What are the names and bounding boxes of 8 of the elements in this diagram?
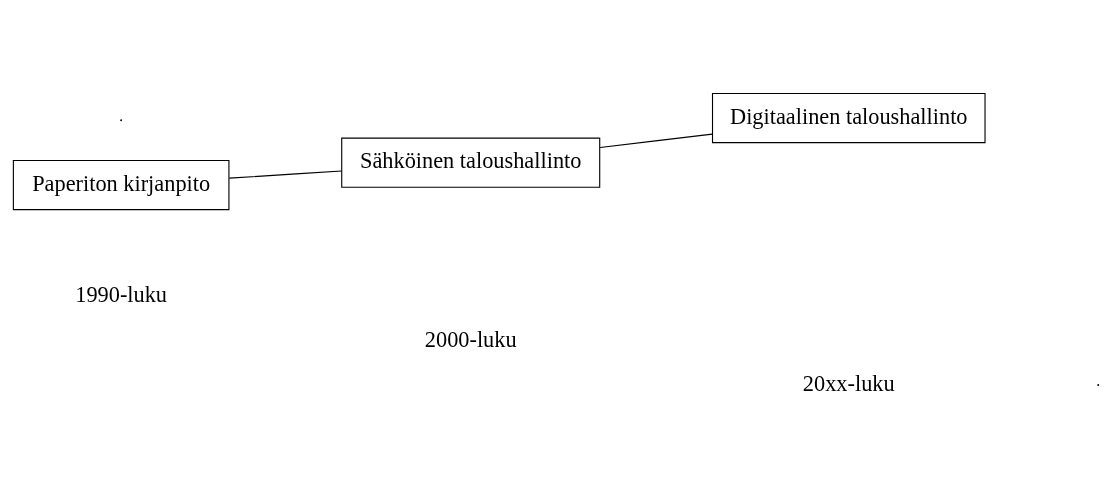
label: 2000-luku bbox=[424, 326, 517, 352]
label: 20xx-luku bbox=[802, 370, 895, 396]
node-box: Digitaalinen taloushallinto bbox=[711, 92, 986, 143]
connector bbox=[599, 133, 713, 148]
node-box: Paperiton kirjanpito bbox=[12, 159, 230, 210]
connector bbox=[228, 169, 343, 179]
node-box: Sähköinen taloushallinto bbox=[341, 137, 601, 188]
label: 1990-luku bbox=[75, 281, 168, 307]
